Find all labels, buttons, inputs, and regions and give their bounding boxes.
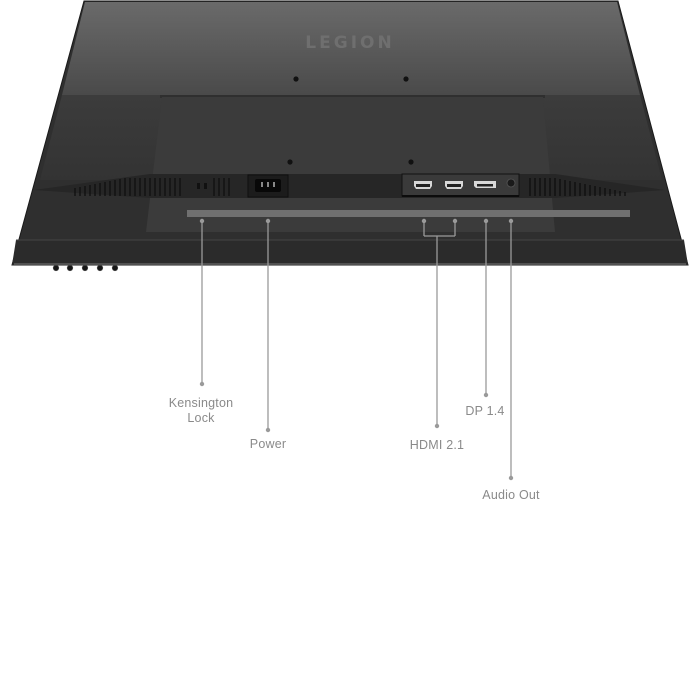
vent-right bbox=[529, 178, 626, 196]
kensington-slot-icon bbox=[197, 183, 207, 189]
label-kensington-line2: Lock bbox=[187, 411, 215, 425]
monitor-body bbox=[11, 0, 689, 266]
power-socket-icon bbox=[247, 174, 289, 198]
label-audio-out: Audio Out bbox=[482, 488, 540, 502]
label-hdmi: HDMI 2.1 bbox=[409, 438, 465, 452]
hdmi-port-icon-1 bbox=[414, 181, 432, 189]
label-kensington-lock: Kensington Lock bbox=[169, 396, 234, 426]
port-plate bbox=[401, 173, 520, 197]
vent-left bbox=[74, 178, 230, 196]
displayport-icon bbox=[474, 181, 496, 188]
hdmi-port-icon-2 bbox=[445, 181, 463, 189]
legion-logo: LEGION bbox=[305, 33, 395, 53]
label-power: Power bbox=[249, 437, 287, 451]
monitor-buttons bbox=[52, 264, 119, 272]
label-kensington-line1: Kensington bbox=[168, 396, 234, 410]
audio-jack-icon bbox=[506, 178, 516, 188]
callout-bar bbox=[187, 210, 630, 217]
vesa-holes bbox=[287, 76, 414, 165]
label-dp: DP 1.4 bbox=[465, 404, 505, 418]
callout-lines bbox=[199, 218, 514, 481]
